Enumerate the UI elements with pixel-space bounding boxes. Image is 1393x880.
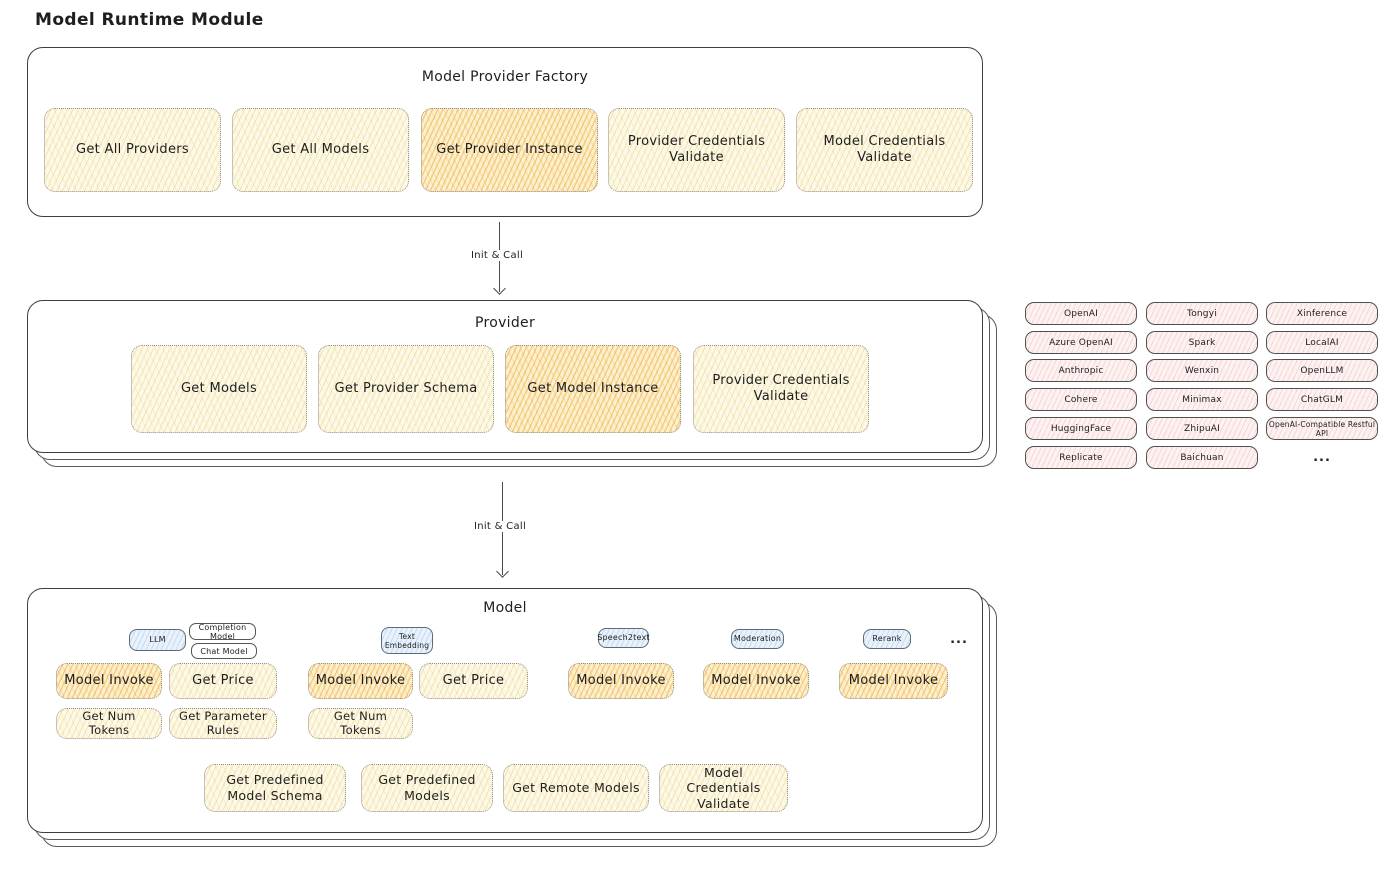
node-rerank-model-invoke: Model Invoke [839, 663, 948, 699]
provider-tongyi: Tongyi [1146, 302, 1258, 325]
node-get-predefined-models: Get Predefined Models [361, 764, 493, 812]
node-model-credentials-validate: Model Credentials Validate [796, 108, 973, 192]
node-te-get-price: Get Price [419, 663, 528, 699]
provider-openai-compatible: OpenAI-Compatible Restful API [1266, 417, 1378, 440]
provider-anthropic: Anthropic [1025, 359, 1137, 382]
node-llm-model-invoke: Model Invoke [56, 663, 162, 699]
provider-localai: LocalAI [1266, 331, 1378, 354]
model-title: Model [483, 600, 527, 616]
node-llm-get-num-tokens: Get Num Tokens [56, 708, 162, 739]
node-get-all-providers: Get All Providers [44, 108, 221, 192]
tag-moderation: Moderation [731, 629, 784, 649]
provider-chatglm: ChatGLM [1266, 388, 1378, 411]
factory-title: Model Provider Factory [421, 69, 589, 85]
arrow-label-init-call-1: Init & Call [466, 250, 528, 261]
node-provider-credentials-validate: Provider Credentials Validate [608, 108, 785, 192]
provider-frame: Provider Get Models Get Provider Schema … [27, 300, 983, 453]
node-te-get-num-tokens: Get Num Tokens [308, 708, 413, 739]
node-get-all-models: Get All Models [232, 108, 409, 192]
model-frame: Model LLM Completion Model Chat Model Te… [27, 588, 983, 833]
provider-xinference: Xinference [1266, 302, 1378, 325]
provider-wenxin: Wenxin [1146, 359, 1258, 382]
node-get-model-instance: Get Model Instance [505, 345, 681, 433]
page-title: Model Runtime Module [35, 10, 264, 30]
model-tags-more-ellipsis: ... [950, 631, 968, 647]
provider-azure-openai: Azure OpenAI [1025, 331, 1137, 354]
node-model-credentials-validate-2: Model Credentials Validate [659, 764, 788, 812]
provider-huggingface: HuggingFace [1025, 417, 1137, 440]
tag-text-embedding: Text Embedding [381, 627, 433, 654]
tag-completion-model: Completion Model [189, 623, 256, 641]
node-provider-credentials-validate-2: Provider Credentials Validate [693, 345, 869, 433]
provider-baichuan: Baichuan [1146, 446, 1258, 469]
provider-cohere: Cohere [1025, 388, 1137, 411]
tag-llm: LLM [129, 629, 186, 651]
arrow-label-init-call-2: Init & Call [469, 521, 531, 532]
node-llm-get-parameter-rules: Get Parameter Rules [169, 708, 277, 739]
provider-spark: Spark [1146, 331, 1258, 354]
provider-minimax: Minimax [1146, 388, 1258, 411]
node-moderation-model-invoke: Model Invoke [703, 663, 809, 699]
node-get-models: Get Models [131, 345, 307, 433]
provider-zhipuai: ZhipuAI [1146, 417, 1258, 440]
tag-chat-model: Chat Model [191, 643, 257, 659]
factory-frame: Model Provider Factory Get All Providers… [27, 47, 983, 217]
node-s2t-model-invoke: Model Invoke [568, 663, 674, 699]
node-te-model-invoke: Model Invoke [308, 663, 413, 699]
providers-more-ellipsis: ... [1313, 450, 1331, 465]
provider-title: Provider [474, 315, 536, 331]
node-llm-get-price: Get Price [169, 663, 277, 699]
tag-rerank: Rerank [863, 629, 911, 649]
tag-speech2text: Speech2text [597, 628, 650, 648]
node-get-remote-models: Get Remote Models [503, 764, 649, 812]
node-get-provider-schema: Get Provider Schema [318, 345, 494, 433]
provider-openllm: OpenLLM [1266, 359, 1378, 382]
node-get-predefined-model-schema: Get Predefined Model Schema [204, 764, 346, 812]
provider-openai: OpenAI [1025, 302, 1137, 325]
provider-replicate: Replicate [1025, 446, 1137, 469]
node-get-provider-instance: Get Provider Instance [421, 108, 598, 192]
